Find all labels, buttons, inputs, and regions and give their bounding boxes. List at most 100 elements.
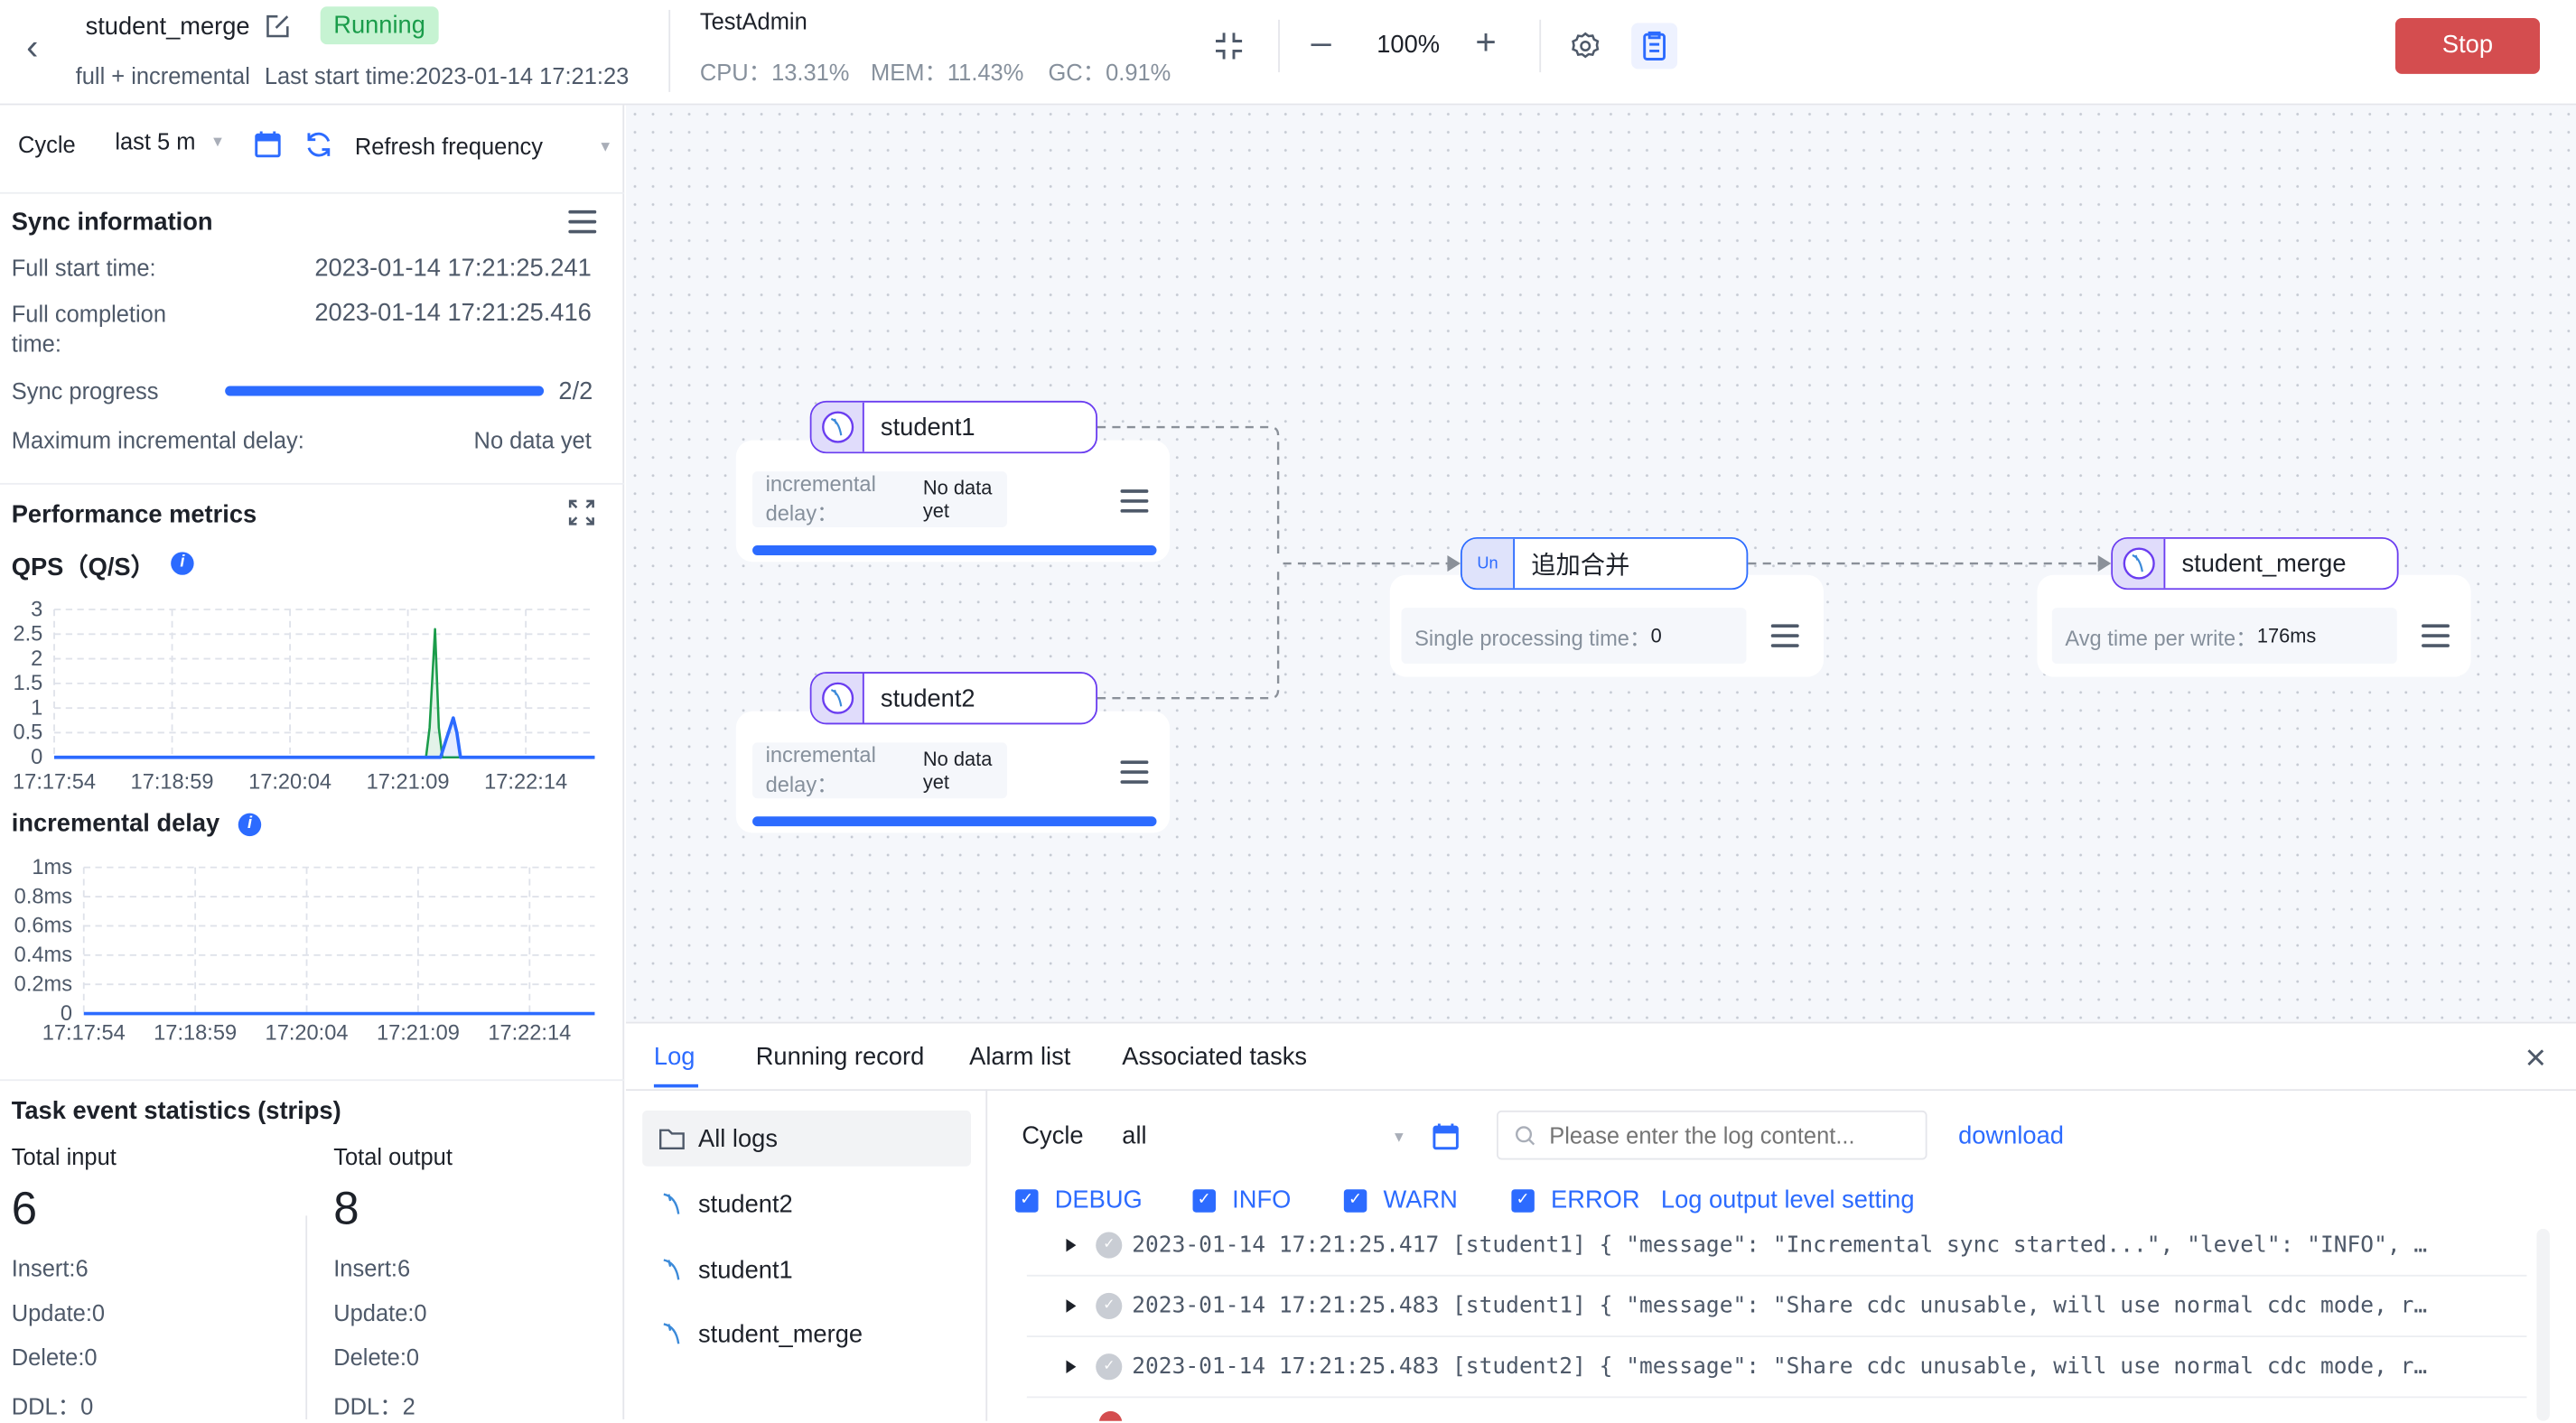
output-delete: Delete:0 xyxy=(333,1344,420,1371)
dag-canvas[interactable]: incremental delay： No data yet student1 … xyxy=(626,105,2576,1022)
sync-progress-label: Sync progress xyxy=(11,377,159,405)
level-label: WARN xyxy=(1383,1186,1458,1214)
list-icon[interactable] xyxy=(568,209,597,234)
series-area xyxy=(54,718,595,758)
info-icon[interactable]: i xyxy=(171,552,194,575)
metric-label: incremental delay： xyxy=(765,471,876,526)
log-panel: Log Running record Alarm list Associated… xyxy=(626,1021,2576,1421)
expand-caret-icon[interactable] xyxy=(1066,1360,1077,1374)
edit-icon[interactable] xyxy=(265,14,291,40)
progress-bar xyxy=(752,816,1157,827)
cycle-select[interactable]: last 5 m ▼ xyxy=(115,128,229,164)
output-ddl: DDL：2 xyxy=(333,1392,415,1419)
y-tick-label: 1 xyxy=(31,696,42,720)
node-merge[interactable]: Un 追加合并 xyxy=(1461,536,1749,591)
progress-bar xyxy=(752,545,1157,555)
node-student2[interactable]: student2 xyxy=(809,672,1098,725)
compress-icon[interactable] xyxy=(1212,30,1245,62)
list-icon[interactable] xyxy=(1120,760,1149,784)
x-tick-label: 17:17:54 xyxy=(42,1022,126,1046)
log-text: 2023-01-14 17:21:25.483 [student1] { "me… xyxy=(1132,1292,2428,1319)
last-start-time: Last start time:2023-01-14 17:21:23 xyxy=(264,62,630,89)
download-link[interactable]: download xyxy=(1958,1121,2064,1150)
error-icon xyxy=(1098,1410,1123,1421)
edges xyxy=(1097,425,2112,700)
tab-associated-tasks[interactable]: Associated tasks xyxy=(1122,1043,1308,1072)
mysql-icon xyxy=(811,402,864,452)
log-source-student-merge[interactable]: student_merge xyxy=(642,1306,971,1362)
y-tick-label: 0.8ms xyxy=(14,885,72,908)
check-circle-icon: ✓ xyxy=(1096,1353,1123,1381)
expand-caret-icon[interactable] xyxy=(1066,1238,1077,1252)
full-completion-value: 2023-01-14 17:21:25.416 xyxy=(314,299,592,328)
node-name: student2 xyxy=(880,684,975,712)
expand-caret-icon[interactable] xyxy=(1066,1299,1077,1313)
zoom-in-button[interactable]: + xyxy=(1475,21,1497,63)
x-tick-label: 17:20:04 xyxy=(248,770,331,794)
log-level-setting-link[interactable]: Log output level setting xyxy=(1660,1186,1915,1214)
x-tick-label: 17:20:04 xyxy=(266,1022,349,1046)
info-icon[interactable]: i xyxy=(238,813,262,837)
metric-value: No data yet xyxy=(922,476,993,523)
input-ddl: DDL：0 xyxy=(11,1392,94,1419)
divider xyxy=(1539,19,1542,73)
level-info-checkbox[interactable]: ✓INFO xyxy=(1192,1186,1291,1214)
stop-button[interactable]: Stop xyxy=(2394,18,2541,74)
close-icon[interactable]: × xyxy=(2525,1037,2547,1078)
full-start-value: 2023-01-14 17:21:25.241 xyxy=(314,255,592,283)
log-row[interactable]: ✓2023-01-14 17:21:25.417 [student1] { "m… xyxy=(1026,1229,2527,1277)
log-text: 2023-01-14 17:21:25.483 [student2] { "me… xyxy=(1132,1353,2428,1381)
tab-running-record[interactable]: Running record xyxy=(755,1043,925,1072)
source-label: student1 xyxy=(698,1255,793,1284)
list-icon[interactable] xyxy=(1770,624,1799,647)
log-source-student1[interactable]: student1 xyxy=(642,1242,971,1297)
log-cycle-select[interactable]: all ▼ xyxy=(1122,1122,1409,1158)
log-text: 2023-01-14 17:21:25.417 [student1] { "me… xyxy=(1132,1232,2428,1259)
max-delay-value: No data yet xyxy=(473,427,592,454)
log-source-student2[interactable]: student2 xyxy=(642,1177,971,1232)
node-student-merge[interactable]: student_merge xyxy=(2111,536,2399,591)
calendar-icon[interactable] xyxy=(255,130,281,158)
y-tick-label: 0.6ms xyxy=(14,915,72,938)
gear-icon[interactable] xyxy=(1571,32,1601,61)
log-source-all[interactable]: All logs xyxy=(642,1110,971,1167)
metric-label: Avg time per write： xyxy=(2065,625,2257,650)
level-debug-checkbox[interactable]: ✓DEBUG xyxy=(1015,1186,1143,1214)
log-row[interactable]: ✓ 2023-01-14 17:21:25.483 [student2] { "m… xyxy=(1026,1337,2527,1399)
log-list[interactable]: ✓ 2023-01-14 17:21:25.417 [student1] { "m… xyxy=(626,1228,2576,1421)
level-warn-checkbox[interactable]: ✓WARN xyxy=(1343,1186,1458,1214)
divider xyxy=(1278,19,1280,73)
node-student1[interactable]: student1 xyxy=(809,400,1098,454)
merge-card: Single processing time： 0 xyxy=(1389,574,1824,677)
zoom-out-button[interactable]: – xyxy=(1311,21,1331,63)
log-search-field[interactable] xyxy=(1497,1110,1927,1160)
list-icon[interactable] xyxy=(2422,624,2450,647)
mem-usage: MEM：11.43% xyxy=(871,59,1024,86)
search-icon xyxy=(1516,1125,1535,1145)
calendar-icon[interactable] xyxy=(1433,1122,1459,1150)
back-chevron-icon[interactable]: ‹ xyxy=(26,26,39,68)
node-name: student1 xyxy=(880,413,975,442)
metric-label: incremental delay： xyxy=(765,742,876,797)
expand-icon[interactable] xyxy=(568,499,594,525)
clipboard-icon xyxy=(1643,31,1666,60)
refresh-frequency-select[interactable]: Refresh frequency ▼ xyxy=(355,133,618,169)
agent-name: TestAdmin xyxy=(699,8,807,35)
refresh-icon[interactable] xyxy=(303,130,333,160)
list-icon[interactable] xyxy=(1120,489,1149,513)
log-search-input[interactable] xyxy=(1549,1121,1911,1149)
tab-alarm-list[interactable]: Alarm list xyxy=(969,1043,1071,1072)
dropdown-arrow-icon: ▼ xyxy=(210,133,226,150)
log-panel-toggle[interactable] xyxy=(1631,23,1678,70)
status-badge: Running xyxy=(320,6,439,45)
series-line xyxy=(54,716,595,759)
y-tick-label: 0 xyxy=(61,1002,72,1026)
log-row[interactable]: ✓2023-01-14 17:21:25.483 [student1] { "m… xyxy=(1026,1277,2527,1337)
scrollbar[interactable] xyxy=(2536,1228,2550,1421)
tab-log[interactable]: Log xyxy=(653,1043,695,1072)
perf-title: Performance metrics xyxy=(11,500,257,529)
divider xyxy=(668,9,671,92)
level-error-checkbox[interactable]: ✓ERROR xyxy=(1511,1186,1640,1214)
sync-info-title: Sync information xyxy=(11,209,213,237)
max-delay-label: Maximum incremental delay: xyxy=(11,427,304,454)
